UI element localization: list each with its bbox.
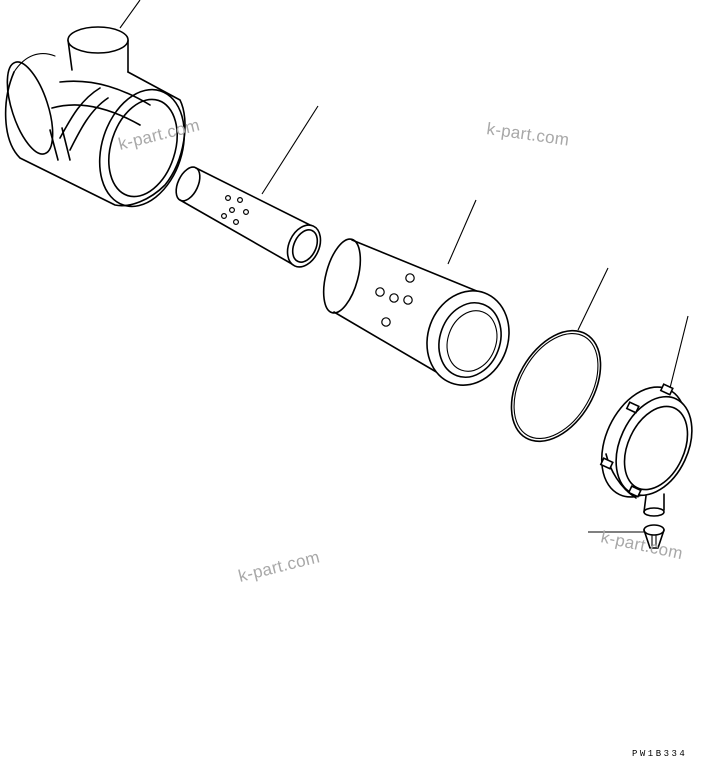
evacuator-valve <box>588 524 665 549</box>
drawing-code: PW1B334 <box>632 749 687 759</box>
watermark-text: k-part.com <box>116 115 201 154</box>
inner-filter-element <box>175 105 322 268</box>
air-cleaner-body <box>4 0 186 208</box>
outer-filter-element <box>322 199 510 386</box>
end-cover <box>599 315 693 517</box>
watermark-text: k-part.com <box>485 119 570 149</box>
watermark-text: k-part.com <box>599 527 684 563</box>
o-ring-gasket <box>510 267 609 443</box>
watermark-text: k-part.com <box>236 547 321 586</box>
